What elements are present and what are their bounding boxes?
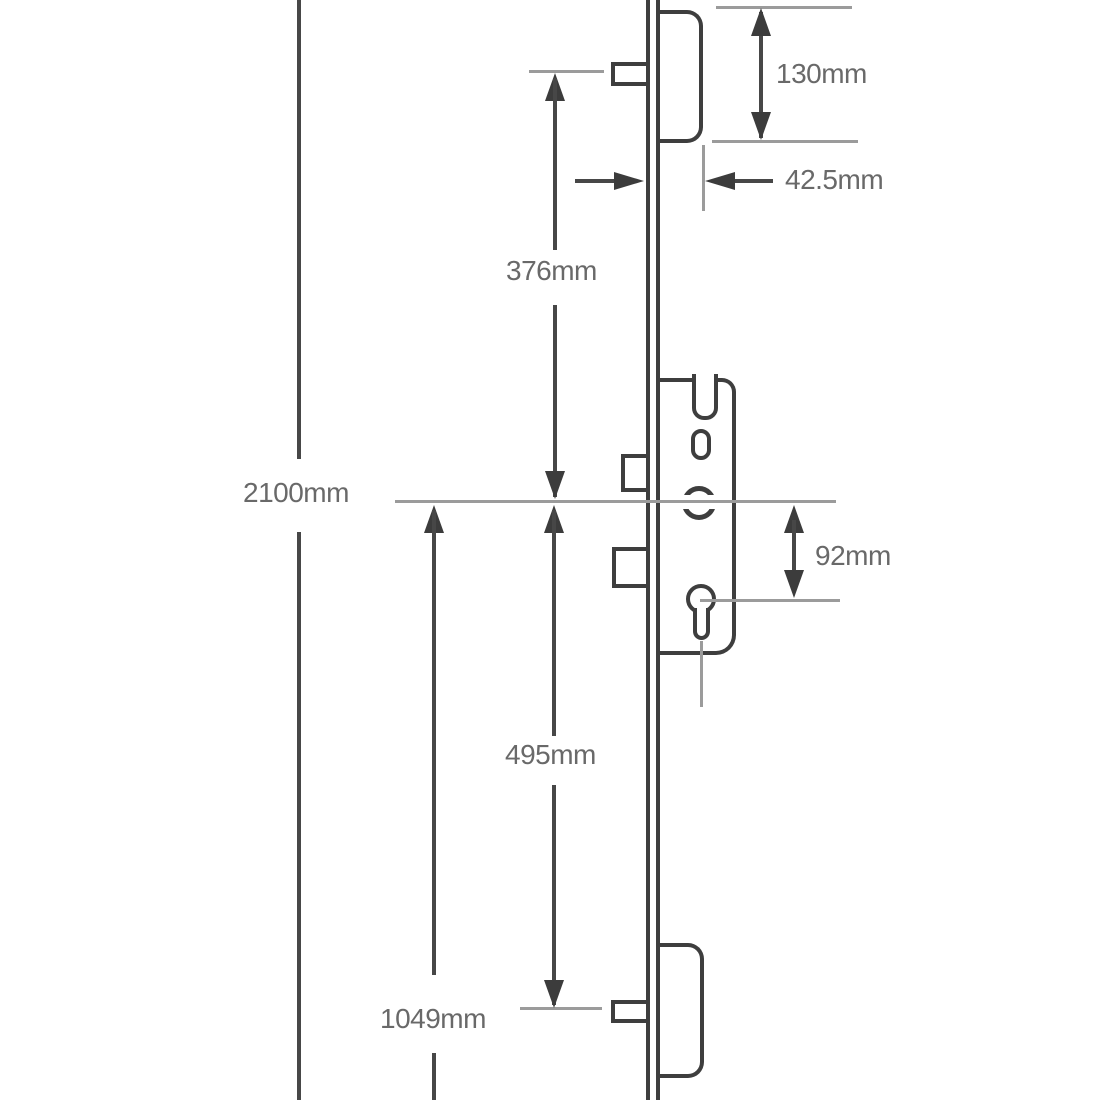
dim-495-shaft-upper — [552, 510, 556, 736]
dim-495-arrow-down — [544, 980, 564, 1008]
gearbox-latch-bolt — [621, 454, 650, 492]
top-hook-bolt — [611, 62, 650, 86]
bottom-hook-bolt — [611, 1000, 650, 1023]
euro-cylinder-keyhole-slot — [693, 608, 710, 640]
dim-376-arrow-down — [545, 471, 565, 499]
gearbox-dead-bolt — [612, 547, 650, 588]
ref-line-cylinder-center — [700, 599, 840, 602]
dim-2100-line-lower — [297, 532, 301, 1100]
faceplate — [646, 0, 660, 1100]
dim-130-arrow-down — [751, 112, 771, 140]
dim-376-shaft-lower — [553, 305, 557, 497]
ref-tick-cylinder-axis — [702, 145, 705, 211]
label-top-keeper-height: 130mm — [776, 58, 867, 89]
dim-1049-shaft-upper — [432, 510, 436, 975]
gearbox-follower-notch — [692, 374, 718, 420]
dim-42-right-shaft — [733, 179, 773, 183]
dim-376-shaft-upper — [553, 78, 557, 250]
dim-92-shaft — [792, 520, 796, 582]
label-spindle-to-bottom: 1049mm — [380, 1003, 486, 1034]
dim-495-shaft-lower — [552, 785, 556, 1005]
label-overall-height: 2100mm — [243, 477, 349, 508]
dim-2100-line-upper — [297, 0, 301, 459]
dim-42-arrow-right — [614, 172, 644, 190]
label-spindle-to-bottom-bolt: 495mm — [505, 739, 596, 770]
dim-92-arrow-down — [784, 570, 804, 598]
dim-130-arrow-up — [751, 8, 771, 36]
ref-line-top-bolt-center — [529, 70, 604, 73]
dim-92-arrow-up — [784, 505, 804, 533]
label-backset: 42.5mm — [785, 164, 884, 195]
dim-130-shaft — [759, 12, 763, 138]
label-spindle-to-cylinder: 92mm — [815, 540, 891, 571]
dim-1049-shaft-lower — [432, 1053, 436, 1100]
ref-line-top-keeper-bottom — [712, 140, 858, 143]
dim-42-arrow-left — [705, 172, 735, 190]
dim-42-left-shaft — [575, 179, 620, 183]
ref-line-bottom-bolt-center — [520, 1007, 602, 1010]
ref-line-cylinder-axis-vertical — [700, 641, 703, 707]
gearbox-fixing-hole — [691, 429, 711, 460]
ref-line-spindle-center — [395, 500, 836, 503]
top-keeper-housing — [658, 10, 703, 143]
label-top-bolt-to-spindle: 376mm — [506, 255, 597, 286]
ref-line-top-keeper-top — [716, 6, 852, 9]
bottom-keeper-housing — [658, 943, 704, 1078]
